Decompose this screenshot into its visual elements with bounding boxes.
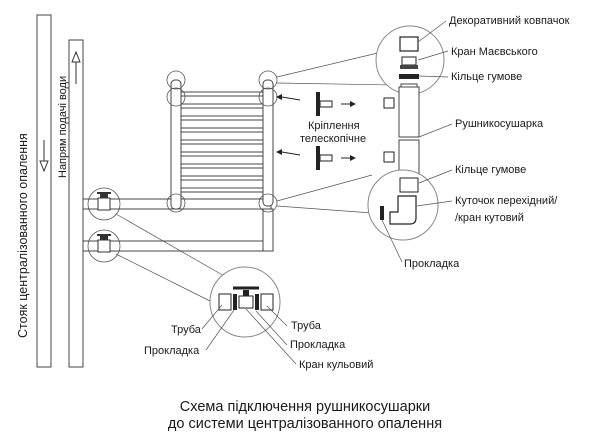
bottom-detail-magnifier <box>367 169 439 241</box>
valve-detail-magnifier <box>209 266 281 338</box>
flow-arrow-down-icon <box>39 140 49 173</box>
dryer-top-right-joint <box>258 70 278 90</box>
label-pipe-left: Труба <box>171 324 202 336</box>
label-leaders <box>201 20 453 365</box>
label-rubber-ring-top: Кільце гумове <box>451 71 522 83</box>
riser-label: Стояк централізованного опалення <box>16 133 30 338</box>
label-towel-dryer: Рушникосушарка <box>455 118 544 130</box>
label-gasket-left: Прокладка <box>144 345 200 357</box>
magnify-leaders <box>115 51 393 307</box>
decorative-cap-icon <box>399 36 419 52</box>
corner-adapter-icon <box>389 195 417 225</box>
dryer-bottom-left-joint <box>166 193 186 213</box>
caption-line2: до системи централізованного опалення <box>168 416 442 432</box>
label-rubber-ring-bottom: Кільце гумове <box>455 164 526 176</box>
telescopic-mount-upper-icon <box>316 92 395 116</box>
exploded-dryer-pipe <box>398 86 420 177</box>
dryer-bottom-right-joint <box>258 193 278 213</box>
pipe-left-icon <box>218 293 232 311</box>
lower-branch-riser <box>262 208 274 252</box>
label-adapter-corner-line2: /кран кутовий <box>455 212 524 224</box>
riser-pipe-right <box>68 39 84 368</box>
lower-ball-valve-icon <box>97 234 111 253</box>
rubber-ring-top-icon <box>399 74 419 79</box>
label-pipe-right: Труба <box>291 320 322 332</box>
gasket-left-icon <box>233 294 237 310</box>
dryer-top-left-joint <box>166 70 186 90</box>
riser-pipe-left <box>36 14 52 368</box>
riser-pipes <box>36 14 84 368</box>
label-mount-line1: Кріплення <box>308 120 360 132</box>
upper-ball-valve-icon <box>97 192 111 211</box>
label-ball-valve: Кран кульовий <box>299 359 373 371</box>
label-decorative-cap: Декоративний ковпачок <box>449 15 570 27</box>
label-gasket-lower-right: Прокладка <box>290 339 346 351</box>
dryer-mount-left-joint <box>166 87 186 107</box>
dryer-bars <box>180 91 264 193</box>
upper-valve-circle <box>87 187 121 221</box>
telescopic-mount-lower-icon <box>316 146 395 170</box>
flow-arrow-up-icon <box>71 50 81 84</box>
pipe-right-icon <box>260 293 274 311</box>
towel-dryer <box>166 70 278 213</box>
lower-valve-circle <box>87 229 121 263</box>
caption-line1: Схема підключення рушникосушарки <box>180 399 430 415</box>
dryer-right-rail <box>262 79 274 207</box>
label-mayevsky-valve: Кран Маєвського <box>451 46 538 58</box>
ball-valve-icon <box>233 286 259 309</box>
gasket-right-lower-icon <box>255 294 259 310</box>
rubber-ring-bottom-icon <box>399 177 419 193</box>
flow-direction-label: Напрям подачі води <box>57 76 69 178</box>
riser-ball-valves <box>87 187 121 263</box>
telescopic-mounts <box>276 92 395 170</box>
exploded-pipe-upper <box>398 86 420 138</box>
label-adapter-corner-line1: Куточок перехідний/ <box>455 195 558 207</box>
label-mount-line2: телескопічне <box>300 133 366 145</box>
gasket-right-icon <box>380 206 384 220</box>
top-detail-magnifier <box>375 25 445 97</box>
mayevsky-valve-icon <box>400 56 418 69</box>
dryer-left-rail <box>170 79 182 210</box>
label-gasket-right: Прокладка <box>404 258 460 270</box>
